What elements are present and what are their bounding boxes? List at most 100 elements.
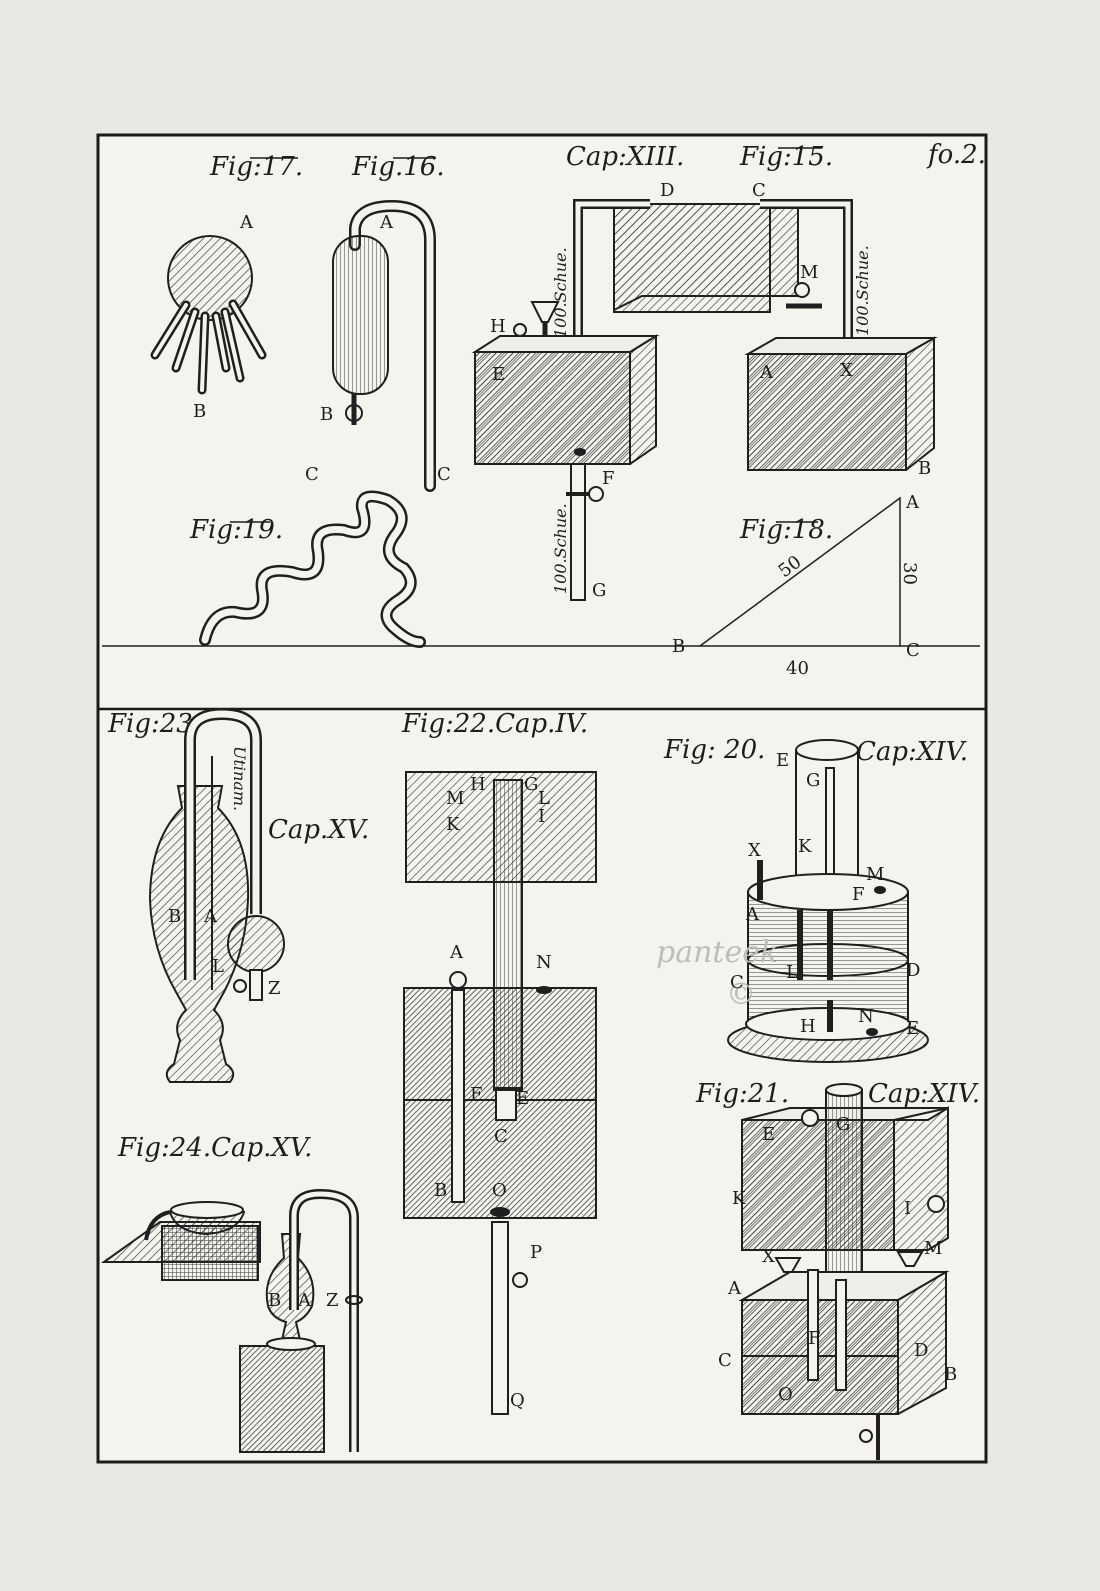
fig15-label-h: H (490, 316, 506, 337)
fig21-label-k: K (732, 1188, 746, 1209)
fig20-title: Fig: 20. (663, 735, 765, 765)
fig15-chapter: Cap:XIII. (566, 142, 684, 172)
fig15-label-g: G (592, 580, 606, 601)
fig20-label-k: K (798, 836, 812, 857)
fig19-title: Fig:19. (189, 515, 283, 545)
fig21-label-m: M (924, 1238, 942, 1259)
fig15-label-d: D (660, 180, 674, 201)
fig22-title: Fig:22.Cap.IV. (401, 709, 588, 739)
fig15: Cap:XIII. Fig:15. 100.Schue. 100.Schue. (471, 142, 938, 601)
fig23-label-l: L (212, 956, 224, 977)
fig18-title: Fig:18. (739, 515, 833, 545)
fig15-length-bottom: 100.Schue. (551, 503, 570, 594)
fig23-tube-word: Utinam. (230, 746, 249, 811)
fig17-title: Fig:17. (209, 152, 303, 182)
fig20-label-x: X (748, 840, 761, 861)
fig23-label-z: Z (268, 978, 281, 999)
fig21-label-g: G (836, 1114, 850, 1135)
fig22-label-h: H (470, 774, 486, 795)
fig21-upper-box (741, 1119, 895, 1251)
fig24-label-a: A (297, 1290, 312, 1311)
watermark-mark: © (726, 977, 756, 1012)
fig22-label-p: P (530, 1242, 542, 1263)
fig20-label-l: L (786, 962, 798, 983)
fig15-tank-e (474, 351, 631, 465)
fig22-label-g: G (524, 774, 538, 795)
fig20-label-f: F (852, 884, 865, 905)
fig23-bulb (227, 915, 285, 973)
fig24-label-b: B (268, 1290, 281, 1311)
fig17-label-b: B (193, 401, 206, 422)
fig23-label-b: B (168, 906, 181, 927)
fig19: Fig:19. (102, 490, 700, 648)
fig17-label-c: C (305, 464, 319, 485)
fig17-label-a: A (239, 212, 254, 233)
page-number: fo.2. (926, 140, 986, 170)
fig16-label-c: C (437, 464, 451, 485)
fig15-funnel (530, 301, 560, 323)
fig23-label-a: A (203, 906, 218, 927)
fig20-label-a: A (745, 904, 760, 925)
fig18-label-c: C (906, 640, 920, 661)
fig21-chapter: Cap:XIV. (868, 1079, 980, 1109)
fig22: Fig:22.Cap.IV. H G M L K I A N F E C B O… (401, 709, 597, 1415)
fig18-label-a: A (905, 492, 920, 513)
fig16-label-a: A (379, 212, 394, 233)
fig15-label-b: B (918, 458, 931, 479)
fig20-label-h: H (800, 1016, 816, 1037)
fig22-label-c: C (494, 1126, 508, 1147)
fig15-label-m: M (800, 262, 818, 283)
watermark: panteek (656, 935, 778, 970)
fig15-upper-tank (613, 203, 771, 313)
fig20-label-n: N (858, 1006, 874, 1027)
fig24-label-z: Z (326, 1290, 339, 1311)
fig16-label-b: B (320, 404, 333, 425)
fig21-label-f: F (808, 1328, 821, 1349)
fig17-globe (167, 235, 253, 321)
fig18-base: 40 (786, 658, 809, 679)
fig15-label-x: X (840, 360, 853, 381)
fig18-label-b: B (672, 636, 685, 657)
fig21: Fig:21. Cap:XIV. E G K I X M A F C D B O (695, 1079, 980, 1460)
fig21-label-c: C (718, 1350, 732, 1371)
fig15-tank-a (747, 353, 907, 471)
fig21-label-d: D (914, 1340, 928, 1361)
fig15-label-f: F (602, 468, 615, 489)
fig23-title: Fig:23 (107, 709, 193, 739)
fig20-chapter: Cap:XIV. (856, 737, 968, 767)
fig18-triangle (699, 496, 901, 647)
fig22-label-e: E (516, 1088, 529, 1109)
fig24: Fig:24.Cap.XV. B A Z (100, 1133, 363, 1453)
fig22-label-i: I (538, 806, 545, 827)
fig20-label-e-top: E (776, 750, 789, 771)
fig15-down-pipe (570, 463, 586, 601)
fig21-label-e: E (762, 1124, 775, 1145)
fig22-bottom-pipe (491, 1221, 509, 1415)
fig22-label-n: N (536, 952, 552, 973)
fig22-label-o: O (492, 1180, 507, 1201)
fig24-stand (239, 1345, 325, 1453)
fig22-label-b: B (434, 1180, 447, 1201)
fig18-height: 30 (899, 562, 920, 585)
fig23: Fig:23 Cap.XV. Utinam. B A L Z (107, 707, 369, 1083)
fig23-chapter: Cap.XV. (268, 815, 369, 845)
fig16: Fig.16. A B C (320, 152, 451, 492)
fig23-vase (148, 785, 250, 1083)
fig22-label-l: L (538, 788, 550, 809)
fig15-length-right: 100.Schue. (853, 245, 872, 336)
fig21-title: Fig:21. (695, 1079, 789, 1109)
fig16-title: Fig.16. (351, 152, 445, 182)
fig20: Fig: 20. Cap:XIV. panteek © E G X K M F … (656, 735, 968, 1063)
fig20-label-m: M (866, 864, 884, 885)
fig20-label-e: E (906, 1018, 919, 1039)
fig22-label-a: A (449, 942, 464, 963)
fig15-label-e: E (492, 364, 505, 385)
fig15-length-left: 100.Schue. (551, 247, 570, 338)
fig17: Fig:17. A B C (150, 152, 319, 490)
fig24-title: Fig:24.Cap.XV. (117, 1133, 312, 1163)
fig20-label-c: C (730, 972, 744, 993)
fig15-label-c: C (752, 180, 766, 201)
fig22-label-q: Q (510, 1390, 525, 1411)
fig22-label-m: M (446, 788, 464, 809)
